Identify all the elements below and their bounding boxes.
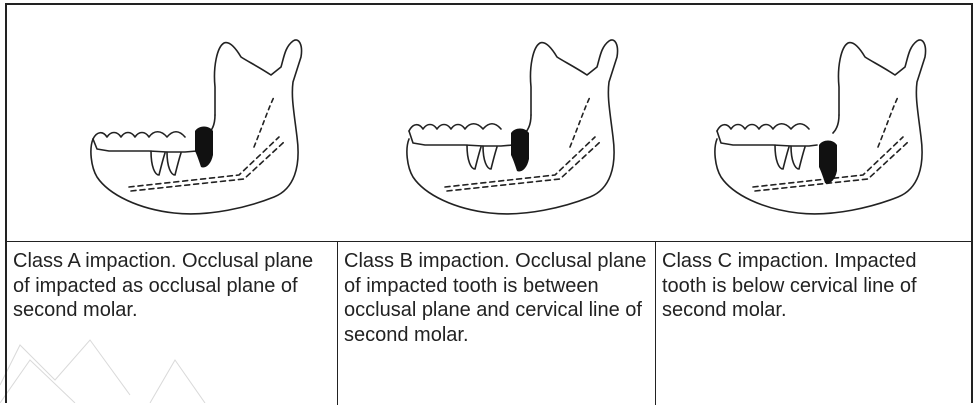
caption-row: Class A impaction. Occlusal plane of imp… bbox=[7, 242, 971, 405]
caption-class-a: Class A impaction. Occlusal plane of imp… bbox=[7, 242, 338, 405]
mandible-class-a-illustration bbox=[79, 27, 309, 227]
caption-class-c: Class C impaction. Impacted tooth is bel… bbox=[656, 242, 971, 405]
illustration-row bbox=[7, 5, 971, 242]
mandible-class-c-illustration bbox=[703, 27, 933, 227]
caption-class-b: Class B impaction. Occlusal plane of imp… bbox=[338, 242, 656, 405]
mandible-class-b-illustration bbox=[395, 27, 625, 227]
figure-table: Class A impaction. Occlusal plane of imp… bbox=[5, 3, 973, 403]
